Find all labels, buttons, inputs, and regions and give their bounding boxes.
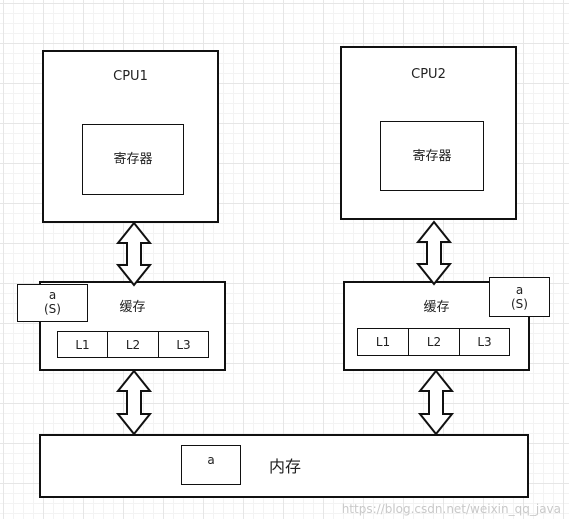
cpu1-box: CPU1 寄存器 <box>42 50 219 223</box>
cache1-l2: L2 <box>107 331 159 358</box>
memory-var-box: a <box>181 445 241 485</box>
cache1-l3: L3 <box>158 331 209 358</box>
cache2-l3: L3 <box>459 328 510 356</box>
cpu2-cache2-arrow <box>415 220 453 286</box>
cpu2-label: CPU2 <box>411 67 446 82</box>
cache2-l2: L2 <box>408 328 460 356</box>
cache1-label: 缓存 <box>119 300 146 315</box>
cache2-label: 缓存 <box>423 300 450 315</box>
cache1-note-var: a <box>48 288 57 302</box>
watermark: https://blog.csdn.net/weixin_qq_java <box>341 502 561 516</box>
cpu1-label: CPU1 <box>113 69 148 84</box>
cache2-line-note: a (S) <box>489 277 550 317</box>
cpu2-register-box: 寄存器 <box>380 121 484 191</box>
memory-var-label: a <box>207 453 215 467</box>
cpu1-register-label: 寄存器 <box>113 152 153 167</box>
cpu1-cache1-arrow <box>115 221 153 287</box>
cache2-note-state: (S) <box>511 297 528 311</box>
cache1-memory-arrow <box>115 369 153 436</box>
cpu2-box: CPU2 寄存器 <box>340 46 517 220</box>
cache2-l1: L1 <box>357 328 409 356</box>
cache1-line-note: a (S) <box>17 284 88 322</box>
cpu1-register-box: 寄存器 <box>82 124 184 195</box>
cache2-note-var: a <box>515 283 524 297</box>
memory-label: 内存 <box>269 457 302 476</box>
memory-box: 内存 <box>39 434 529 498</box>
cpu2-register-label: 寄存器 <box>412 149 452 164</box>
cache2-memory-arrow <box>417 369 455 436</box>
cache1-note-state: (S) <box>44 302 61 316</box>
